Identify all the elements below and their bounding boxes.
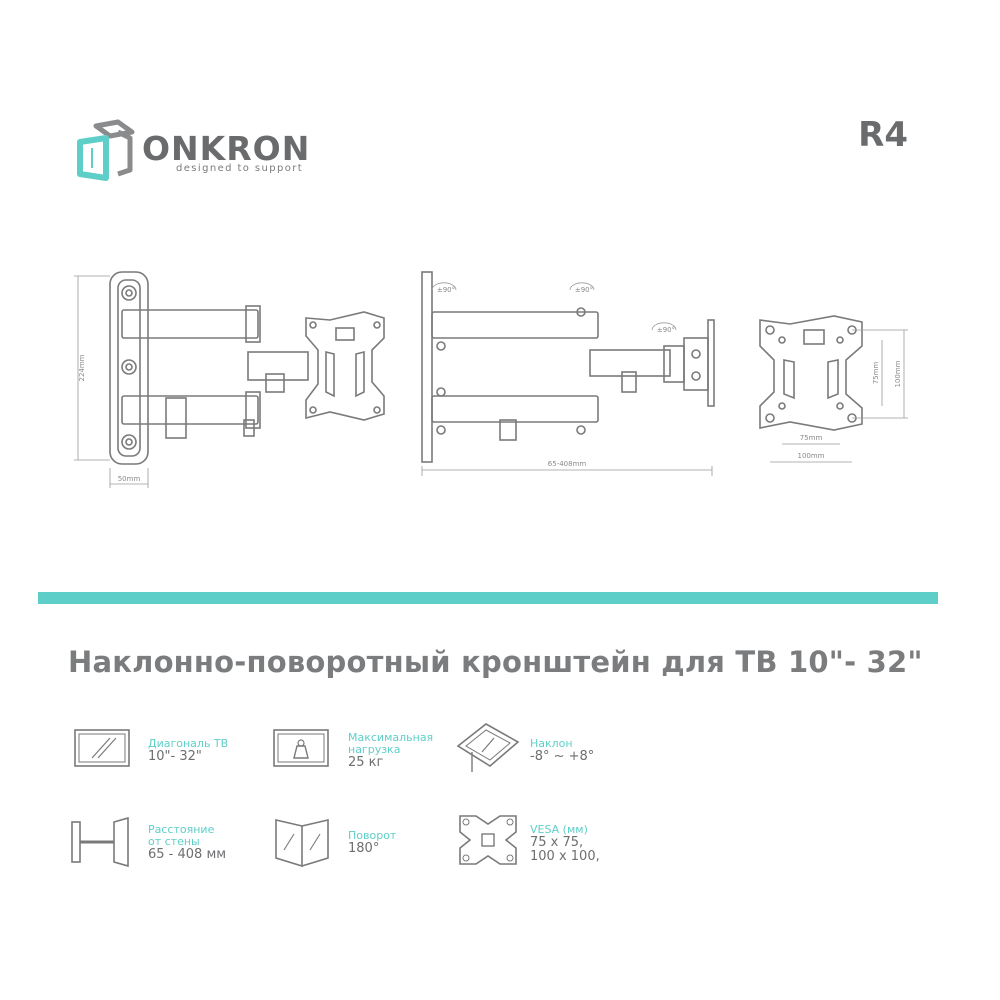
plate-inner-height-label: 75mm xyxy=(872,362,880,385)
height-dimension-label: 224mm xyxy=(78,354,86,381)
spec-swivel: Поворот 180° xyxy=(348,829,397,856)
plate-outer-height-label: 100mm xyxy=(894,360,902,387)
plate-inner-width-label: 75mm xyxy=(800,434,823,442)
swivel-angle-label-1: ±90° xyxy=(437,286,455,294)
spec-diagonal: Диагональ ТВ 10"- 32" xyxy=(148,737,229,764)
tilt-icon xyxy=(456,723,520,772)
technical-drawings: 224mm 50mm ±90° ±90° ±90° 65-408mm xyxy=(74,271,908,488)
accent-divider xyxy=(38,592,938,604)
swivel-angle-label-3: ±90° xyxy=(657,326,675,334)
top-view-dimensions xyxy=(421,282,713,476)
plate-view-drawing xyxy=(759,315,863,431)
model-number: R4 xyxy=(858,115,908,155)
spec-vesa: VESA (мм) 75 x 75, 100 x 100, xyxy=(530,823,600,864)
extension-dimension-label: 65-408mm xyxy=(548,460,587,468)
onkron-logo-icon xyxy=(77,119,135,181)
weight-icon xyxy=(273,729,329,767)
swivel-angle-label-2: ±90° xyxy=(575,286,593,294)
brand-logo: ONKRON designed to support xyxy=(72,118,309,188)
spec-tilt: Наклон -8° ~ +8° xyxy=(530,737,595,764)
product-headline: Наклонно-поворотный кронштейн для ТВ 10"… xyxy=(68,645,923,679)
spec-wall-distance: Расстояние от стены 65 - 408 мм xyxy=(148,823,227,862)
wall-distance-icon xyxy=(71,816,129,868)
top-view-drawing xyxy=(421,271,715,463)
tv-screen-icon xyxy=(74,729,130,767)
swivel-icon xyxy=(275,818,329,868)
side-view-drawing xyxy=(109,271,385,465)
plate-outer-width-label: 100mm xyxy=(798,452,825,460)
brand-name: ONKRON xyxy=(142,129,311,168)
side-view-dimensions xyxy=(74,275,149,488)
depth-dimension-label: 50mm xyxy=(118,475,141,483)
brand-tagline: designed to support xyxy=(176,163,304,174)
vesa-plate-icon xyxy=(459,815,517,865)
spec-max-load: Максимальная нагрузка 25 кг xyxy=(348,731,434,770)
plate-view-dimensions xyxy=(770,329,908,463)
